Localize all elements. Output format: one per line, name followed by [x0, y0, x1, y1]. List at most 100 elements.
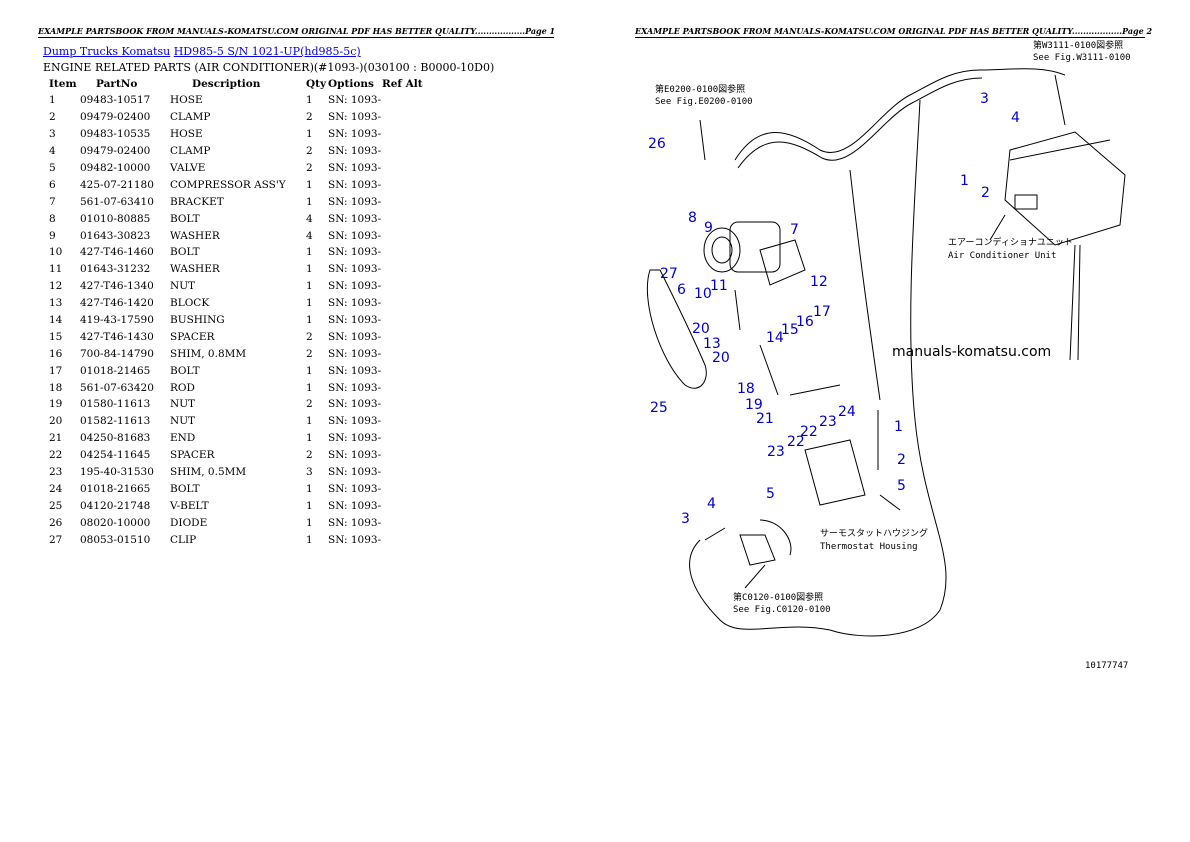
v-belt — [646, 269, 707, 389]
cell-item: 24 — [49, 482, 63, 495]
cell-description: BOLT — [170, 482, 200, 495]
callout-15: 15 — [781, 322, 799, 338]
cell-qty: 2 — [306, 449, 313, 462]
cell-qty: 4 — [306, 229, 313, 242]
breadcrumb-link-model[interactable]: HD985-5 S/N 1021-UP(hd985-5c) — [173, 45, 361, 58]
cell-partno: 04254-11645 — [80, 449, 151, 462]
cell-item: 10 — [49, 246, 63, 259]
callout-13: 13 — [703, 336, 721, 352]
cell-options: SN: 1093- — [328, 145, 382, 158]
cell-qty: 4 — [306, 212, 313, 225]
cell-description: BOLT — [170, 246, 200, 259]
cell-item: 17 — [49, 364, 63, 377]
cell-item: 14 — [49, 314, 63, 327]
ac-unit-label-en: Air Conditioner Unit — [948, 251, 1056, 261]
cell-qty: 1 — [306, 499, 313, 512]
cell-qty: 1 — [306, 246, 313, 259]
cell-item: 12 — [49, 280, 63, 293]
cell-description: NUT — [170, 280, 196, 293]
cell-qty: 1 — [306, 195, 313, 208]
cell-item: 1 — [49, 94, 56, 107]
cell-options: SN: 1093- — [328, 94, 382, 107]
table-header-row: Item PartNo Description Qty Options Ref … — [45, 76, 423, 92]
cell-options: SN: 1093- — [328, 415, 382, 428]
cell-partno: 427-T46-1460 — [80, 246, 154, 259]
cell-qty: 1 — [306, 178, 313, 191]
cell-partno: 01582-11613 — [80, 415, 151, 428]
callout-11: 11 — [710, 278, 728, 294]
cell-partno: 01018-21465 — [80, 364, 151, 377]
thermostat-housing — [804, 439, 866, 506]
cell-item: 7 — [49, 195, 56, 208]
callout-4: 4 — [707, 496, 716, 512]
cell-partno: 195-40-31530 — [80, 466, 154, 479]
column-header-ref-alt: Ref Alt — [382, 78, 423, 90]
ref-w3111-en: See Fig.W3111-0100 — [1033, 53, 1131, 63]
cell-options: SN: 1093- — [328, 178, 382, 191]
cell-item: 23 — [49, 466, 63, 479]
cell-description: WASHER — [170, 229, 220, 242]
page-1: EXAMPLE PARTSBOOK FROM MANUALS-KOMATSU.C… — [38, 26, 555, 548]
callout-20: 20 — [692, 321, 710, 337]
callout-4: 4 — [1011, 110, 1020, 126]
cell-description: BRACKET — [170, 195, 224, 208]
cell-partno: 09482-10000 — [80, 162, 151, 174]
cell-item: 6 — [49, 178, 56, 191]
cell-options: SN: 1093- — [328, 111, 382, 124]
cell-item: 22 — [49, 449, 63, 462]
callout-8: 8 — [688, 210, 697, 226]
callout-1: 1 — [960, 173, 969, 189]
callout-2: 2 — [981, 185, 990, 201]
cell-description: HOSE — [170, 128, 203, 141]
cell-item: 11 — [49, 263, 63, 276]
column-header-partno: PartNo — [96, 78, 138, 90]
cell-qty: 1 — [306, 280, 313, 293]
cell-options: SN: 1093- — [328, 381, 382, 394]
cell-item: 18 — [49, 381, 63, 394]
callout-22: 22 — [787, 434, 805, 450]
breadcrumb-link-category[interactable]: Dump Trucks Komatsu — [43, 45, 171, 58]
cell-item: 13 — [49, 297, 63, 310]
cell-partno: 01643-30823 — [80, 229, 151, 242]
cell-item: 25 — [49, 499, 63, 512]
cell-options: SN: 1093- — [328, 246, 382, 259]
cell-description: SHIM, 0.8MM — [170, 347, 247, 360]
cell-description: CLAMP — [170, 145, 211, 158]
cell-qty: 1 — [306, 516, 313, 529]
cell-partno: 04120-21748 — [80, 499, 151, 512]
cell-partno: 425-07-21180 — [80, 178, 154, 191]
cell-description: SPACER — [170, 449, 215, 462]
cell-qty: 2 — [306, 111, 313, 124]
column-header-qty: Qty — [306, 78, 327, 90]
cell-partno: 09479-02400 — [80, 145, 151, 158]
callout-25: 25 — [650, 400, 668, 416]
cell-partno: 700-84-14790 — [80, 347, 154, 360]
callout-23: 23 — [767, 444, 785, 460]
ref-c0120-jp: 第C0120-0100図参照 — [733, 591, 823, 603]
page-2: EXAMPLE PARTSBOOK FROM MANUALS-KOMATSU.C… — [595, 0, 1190, 842]
compressor-pulley — [703, 227, 741, 273]
watermark: manuals-komatsu.com — [892, 344, 1051, 360]
lower-fitting — [739, 534, 776, 566]
cell-options: SN: 1093- — [328, 229, 382, 242]
cell-description: CLIP — [170, 533, 197, 546]
section-title: ENGINE RELATED PARTS (AIR CONDITIONER)(#… — [43, 61, 495, 74]
cell-description: CLAMP — [170, 111, 211, 124]
cell-item: 2 — [49, 111, 56, 124]
cell-item: 27 — [49, 533, 63, 546]
cell-partno: 01643-31232 — [80, 263, 151, 276]
callout-24: 24 — [838, 404, 856, 420]
